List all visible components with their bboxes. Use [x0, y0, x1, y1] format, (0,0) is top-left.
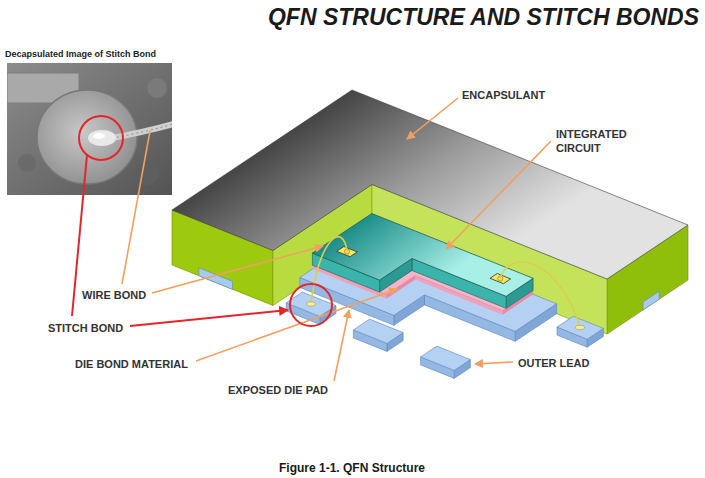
figure-caption: Figure 1-1. QFN Structure: [279, 461, 425, 476]
stitch-bond-mark: [307, 302, 316, 306]
leader-line: [122, 131, 150, 284]
die-top: [312, 214, 533, 297]
part-label: EXPOSED DIE PAD: [228, 383, 328, 397]
bond-pad: [490, 274, 511, 284]
part-label: DIE BOND MATERIAL: [75, 357, 188, 371]
outer-lead: [643, 291, 659, 310]
photo-texture: [18, 154, 36, 172]
bond-wire: [500, 262, 580, 327]
photo-wire-texture: [107, 123, 172, 139]
leader-line: [152, 246, 323, 293]
panel-heading: Decapsulated Image of Stitch Bond: [5, 49, 173, 60]
photo-texture: [135, 161, 159, 185]
photo-wire: [107, 123, 172, 139]
decap-photo: [7, 63, 172, 195]
photo-panel: Decapsulated Image of Stitch Bond: [5, 49, 173, 197]
photo-stitch-highlight: [93, 133, 105, 139]
leader-line: [334, 310, 349, 381]
stitch-bond-mark: [576, 325, 585, 329]
outer-lead: [421, 346, 471, 370]
leader-line: [446, 141, 551, 249]
part-label: OUTER LEAD: [518, 356, 590, 370]
part-label: STITCH BOND: [48, 321, 123, 335]
highlight-circle: [79, 116, 123, 160]
part-label: ENCAPSULANT: [462, 88, 545, 102]
outer-lead: [353, 319, 403, 343]
photo-texture: [147, 78, 167, 98]
leader-line: [407, 98, 458, 139]
part-label: INTEGRATED CIRCUIT: [556, 127, 652, 155]
photo-stitch: [88, 130, 116, 146]
leader-line: [196, 289, 397, 361]
part-label: WIRE BOND: [82, 288, 146, 302]
highlight-circle: [290, 284, 332, 326]
page-title: QFN STRUCTURE AND STITCH BONDS: [268, 3, 699, 31]
outer-lead: [557, 316, 603, 339]
leader-line: [130, 310, 288, 326]
photo-bond-pad: [37, 90, 137, 184]
leader-line: [475, 362, 513, 364]
